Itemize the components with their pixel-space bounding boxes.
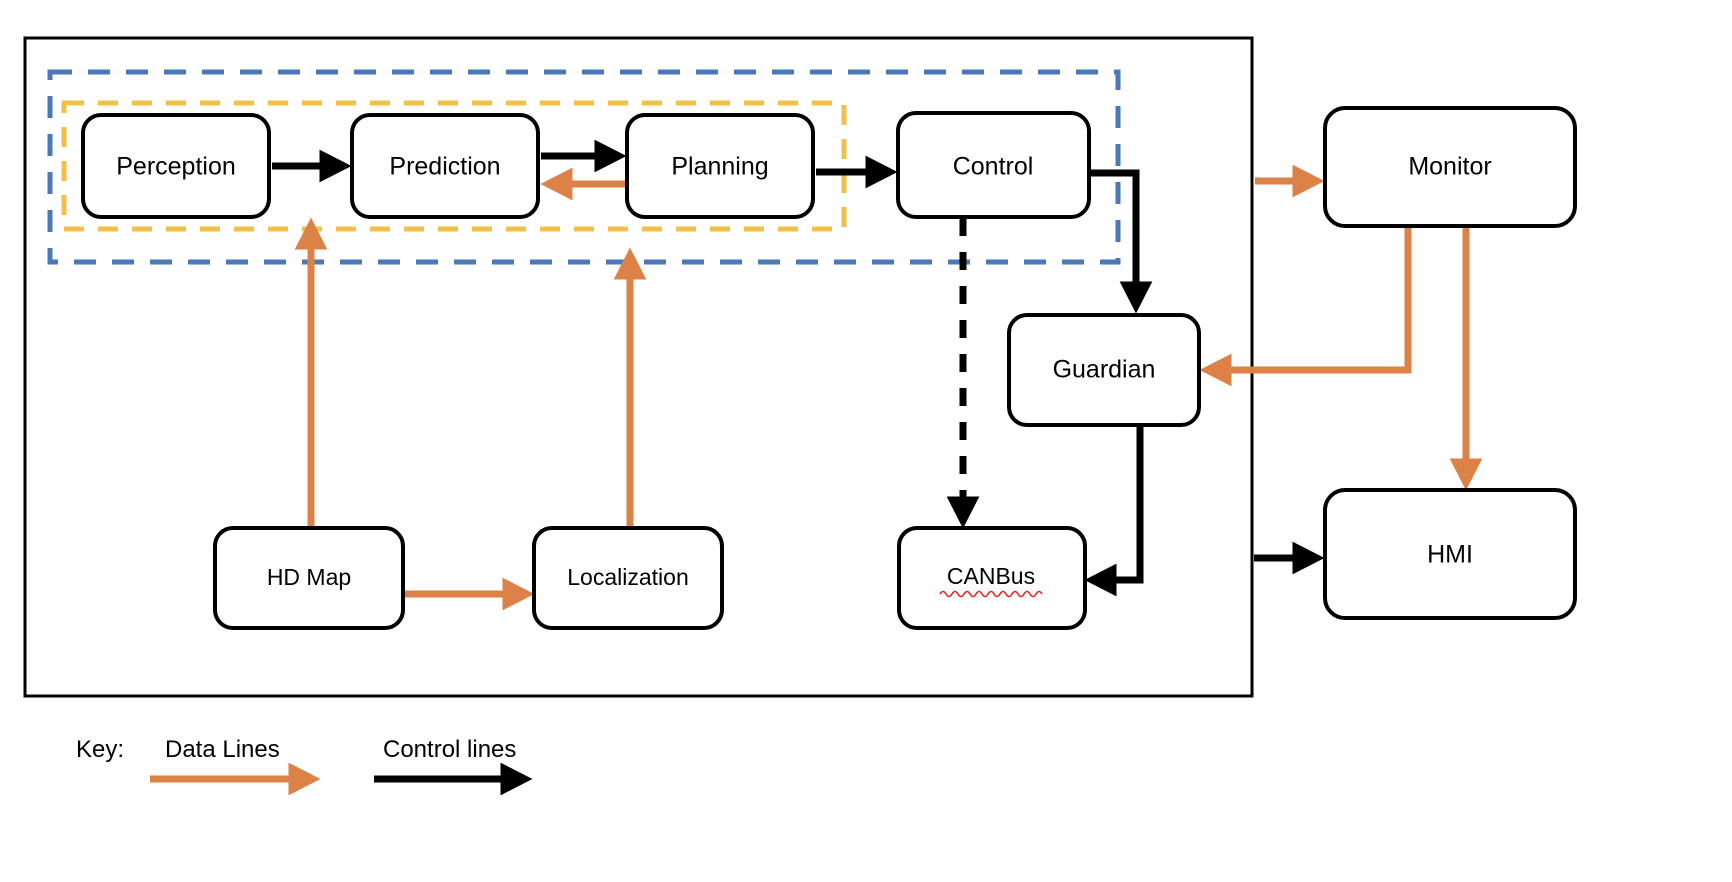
node-control-label: Control: [953, 153, 1034, 181]
node-localization-label: Localization: [567, 564, 688, 590]
edge-control-to-guardian: [1089, 169, 1153, 314]
node-prediction-label: Prediction: [389, 153, 500, 181]
autonomy-stack-group-outline: [47, 69, 1121, 265]
key-legend: Key: Data Lines Control lines: [76, 736, 533, 796]
node-planning-label: Planning: [671, 153, 768, 181]
node-monitor-shape[interactable]: [1323, 106, 1577, 228]
node-planning-shape[interactable]: [625, 113, 815, 219]
node-localization[interactable]: Localization: [532, 526, 724, 630]
node-canbus-label: CANBus: [947, 563, 1035, 589]
node-perception-shape[interactable]: [81, 113, 271, 219]
node-perception-label: Perception: [116, 153, 236, 181]
node-guardian-label: Guardian: [1053, 356, 1156, 384]
node-guardian-shape[interactable]: [1007, 313, 1201, 427]
edge-monitor-to-guardian: [1199, 228, 1412, 387]
node-hmi[interactable]: HMI: [1323, 488, 1577, 620]
node-control-shape[interactable]: [896, 111, 1091, 219]
key-title: Key:: [76, 736, 124, 763]
node-hmi-label: HMI: [1427, 541, 1473, 569]
key-item-control-lines-label: Control lines: [383, 736, 516, 763]
node-hd-map-label: HD Map: [267, 564, 351, 590]
node-localization-shape[interactable]: [532, 526, 724, 630]
node-hd-map[interactable]: HD Map: [213, 526, 405, 630]
key-item-data-lines-label: Data Lines: [165, 736, 280, 763]
node-perception[interactable]: Perception: [81, 113, 271, 219]
node-monitor[interactable]: Monitor: [1323, 106, 1577, 228]
spellcheck-underline-icon: [939, 590, 1043, 598]
node-control[interactable]: Control: [896, 111, 1091, 219]
node-guardian[interactable]: Guardian: [1007, 313, 1201, 427]
node-prediction-shape[interactable]: [350, 113, 540, 219]
core-pipeline-group-outline: [61, 100, 847, 232]
node-prediction[interactable]: Prediction: [350, 113, 540, 219]
node-canbus[interactable]: CANBus: [897, 526, 1087, 630]
node-hmi-shape[interactable]: [1323, 488, 1577, 620]
edge-guardian-to-canbus: [1084, 425, 1144, 597]
node-hd-map-shape[interactable]: [213, 526, 405, 630]
node-canbus-shape[interactable]: [897, 526, 1087, 630]
node-monitor-label: Monitor: [1408, 153, 1491, 181]
node-planning[interactable]: Planning: [625, 113, 815, 219]
